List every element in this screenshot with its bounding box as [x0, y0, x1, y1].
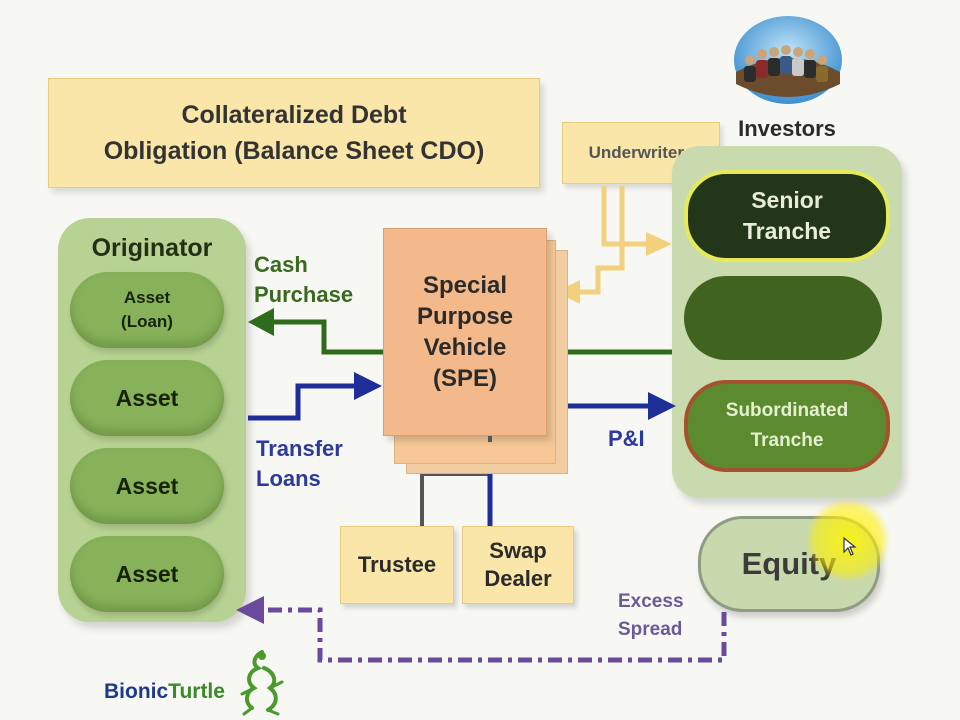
cash-purchase-line-2: Purchase [254, 282, 354, 307]
underwriters-to-senior-arrowhead [646, 232, 672, 256]
excess-spread-label: Excess Spread [618, 588, 684, 644]
logo-part-1: Bionic [104, 680, 169, 703]
asset-4-label: Asset [115, 560, 179, 587]
spe-box: Special Purpose Vehicle (SPE) [383, 228, 547, 436]
cash-purchase-line-1: Cash [254, 252, 308, 277]
cash-purchase-label: Cash Purchase [254, 250, 353, 310]
subordinated-tranche-line-2: Tranche [750, 430, 824, 451]
senior-tranche-line-1: Senior [751, 187, 823, 213]
transfer-loans-line-2: Loans [256, 466, 321, 491]
senior-tranche: Senior Tranche [684, 170, 890, 262]
bionic-turtle-logo: BionicTurtle [104, 680, 225, 704]
underwriters-to-spe-arrow [578, 186, 625, 295]
trustee-connector [420, 472, 490, 526]
spe-dot [488, 436, 492, 442]
title-line-2: Obligation (Balance Sheet CDO) [103, 137, 485, 165]
underwriters-label: Underwriters [588, 143, 694, 162]
subordinated-tranche: Subordinated Tranche [684, 380, 890, 472]
spe-line-3: Vehicle [423, 334, 507, 361]
asset-4: Asset [70, 536, 224, 612]
mezzanine-tranche [684, 276, 882, 360]
p-and-i-label: P&I [608, 426, 645, 451]
excess-spread-line-1: Excess [618, 591, 684, 612]
asset-3-label: Asset [115, 472, 179, 499]
cursor-highlight [806, 498, 890, 582]
asset-2-label: Asset [115, 384, 179, 411]
investors-label: Investors [738, 116, 836, 141]
swap-dealer-line-2: Dealer [484, 566, 552, 591]
asset-3: Asset [70, 448, 224, 524]
spe-line-2: Purpose [416, 303, 514, 330]
p-and-i-arrowhead [648, 392, 676, 420]
cursor-icon [843, 536, 857, 556]
logo-part-2: Turtle [168, 680, 225, 703]
spe-line-4: (SPE) [432, 365, 497, 392]
transfer-loans-line-1: Transfer [256, 436, 343, 461]
trustee-label: Trustee [357, 552, 437, 577]
spe-line-1: Special [422, 272, 508, 299]
underwriters-to-spe-arrowhead [556, 280, 580, 304]
subordinated-tranche-line-1: Subordinated [725, 400, 849, 421]
asset-loan-line-2: (Loan) [121, 312, 173, 331]
originator-label: Originator [91, 234, 213, 262]
excess-spread-arrowhead [236, 596, 264, 624]
diagram-title: Collateralized Debt Obligation (Balance … [48, 78, 540, 188]
swap-dealer-line-1: Swap [489, 538, 547, 563]
trustee-box: Trustee [340, 526, 454, 604]
asset-2: Asset [70, 360, 224, 436]
title-line-1: Collateralized Debt [181, 101, 407, 129]
turtle-icon [240, 650, 284, 716]
swap-dealer-box: Swap Dealer [462, 526, 574, 604]
excess-spread-line-2: Spread [618, 619, 683, 640]
underwriters-to-senior-arrow [601, 186, 648, 247]
cash-purchase-arrowhead [248, 308, 274, 336]
asset-loan-line-1: Asset [123, 288, 171, 307]
transfer-loans-label: Transfer Loans [256, 434, 343, 494]
transfer-loans-arrowhead [354, 372, 382, 400]
asset-loan: Asset (Loan) [70, 272, 224, 348]
investors-crowd-image [734, 16, 842, 104]
excess-spread-arrow [262, 607, 727, 663]
transfer-loans-arrow [248, 383, 356, 421]
senior-tranche-line-2: Tranche [742, 218, 832, 244]
